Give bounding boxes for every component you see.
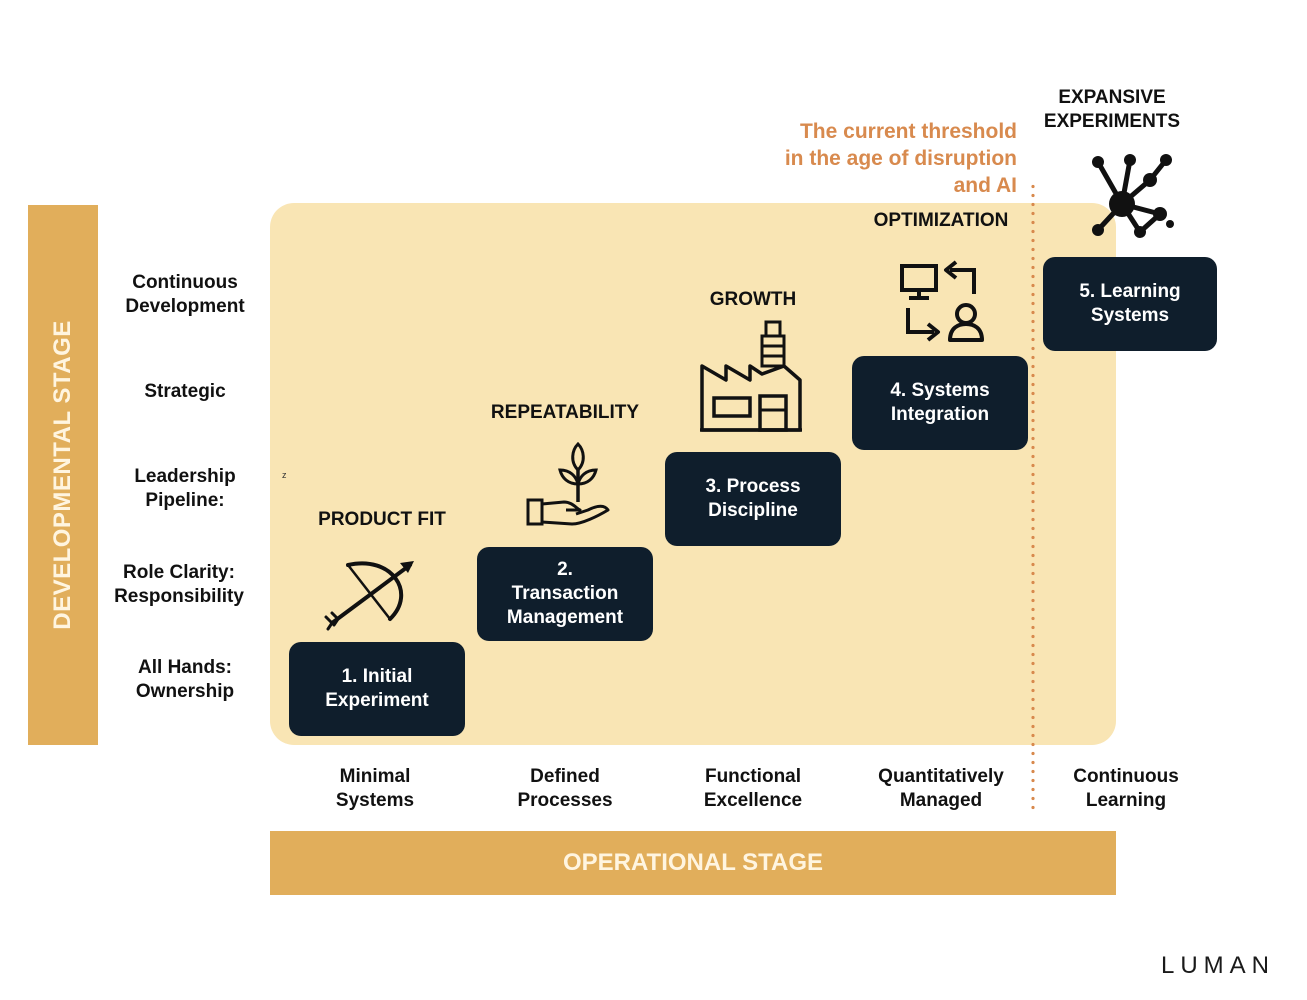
op-level-defined-processes: Defined Processes: [517, 766, 613, 811]
op-level-minimal-systems: Minimal Systems: [335, 766, 415, 811]
network-icon: [1092, 154, 1174, 238]
dev-level-leadership-pipeline: Leadership Pipeline:: [134, 466, 236, 511]
operational-stage-bar: OPERATIONAL STAGE: [270, 831, 1116, 895]
stage-box-initial-experiment: 1. Initial Experiment: [289, 642, 465, 736]
stage-title-expansive-experiments: EXPANSIVE EXPERIMENTS: [1043, 87, 1181, 132]
stage-box-systems-integration: 4. Systems Integration: [852, 356, 1028, 450]
threshold-caption: The current threshold in the age of disr…: [784, 120, 1017, 197]
op-level-continuous-learning: Continuous Learning: [1073, 766, 1179, 811]
systems-person-icon: [900, 260, 984, 342]
op-level-functional-excellence: Functional Excellence: [703, 766, 803, 811]
stage-title-product-fit: PRODUCT FIT: [318, 509, 446, 530]
stage-title-repeatability: REPEATABILITY: [490, 402, 640, 423]
brand-logo: LUMAN: [1160, 952, 1275, 979]
operational-stage-title: OPERATIONAL STAGE: [562, 849, 823, 876]
dev-level-all-hands: All Hands: Ownership: [135, 657, 235, 702]
stage-box-learning-systems: 5. Learning Systems: [1043, 257, 1217, 351]
stray-mark: z: [282, 470, 287, 480]
bow-arrow-icon: [324, 561, 414, 631]
dev-level-strategic: Strategic: [144, 381, 226, 402]
op-level-quantitatively-managed: Quantitatively Managed: [878, 766, 1004, 811]
stage-box-transaction-management: 2. Transaction Management: [477, 547, 653, 641]
developmental-stage-bar: DEVELOPMENTAL STAGE: [28, 205, 98, 745]
plant-hand-icon: [526, 441, 610, 526]
threshold-dotted-line: [1031, 182, 1035, 814]
stage-box-process-discipline: 3. Process Discipline: [665, 452, 841, 546]
stage-title-growth: GROWTH: [709, 289, 797, 310]
dev-level-role-clarity: Role Clarity: Responsibility: [114, 562, 244, 607]
stage-title-optimization: OPTIMIZATION: [873, 210, 1009, 231]
factory-icon: [700, 320, 802, 432]
dev-level-continuous-development: Continuous Development: [125, 272, 245, 317]
developmental-stage-title: DEVELOPMENTAL STAGE: [49, 320, 76, 630]
